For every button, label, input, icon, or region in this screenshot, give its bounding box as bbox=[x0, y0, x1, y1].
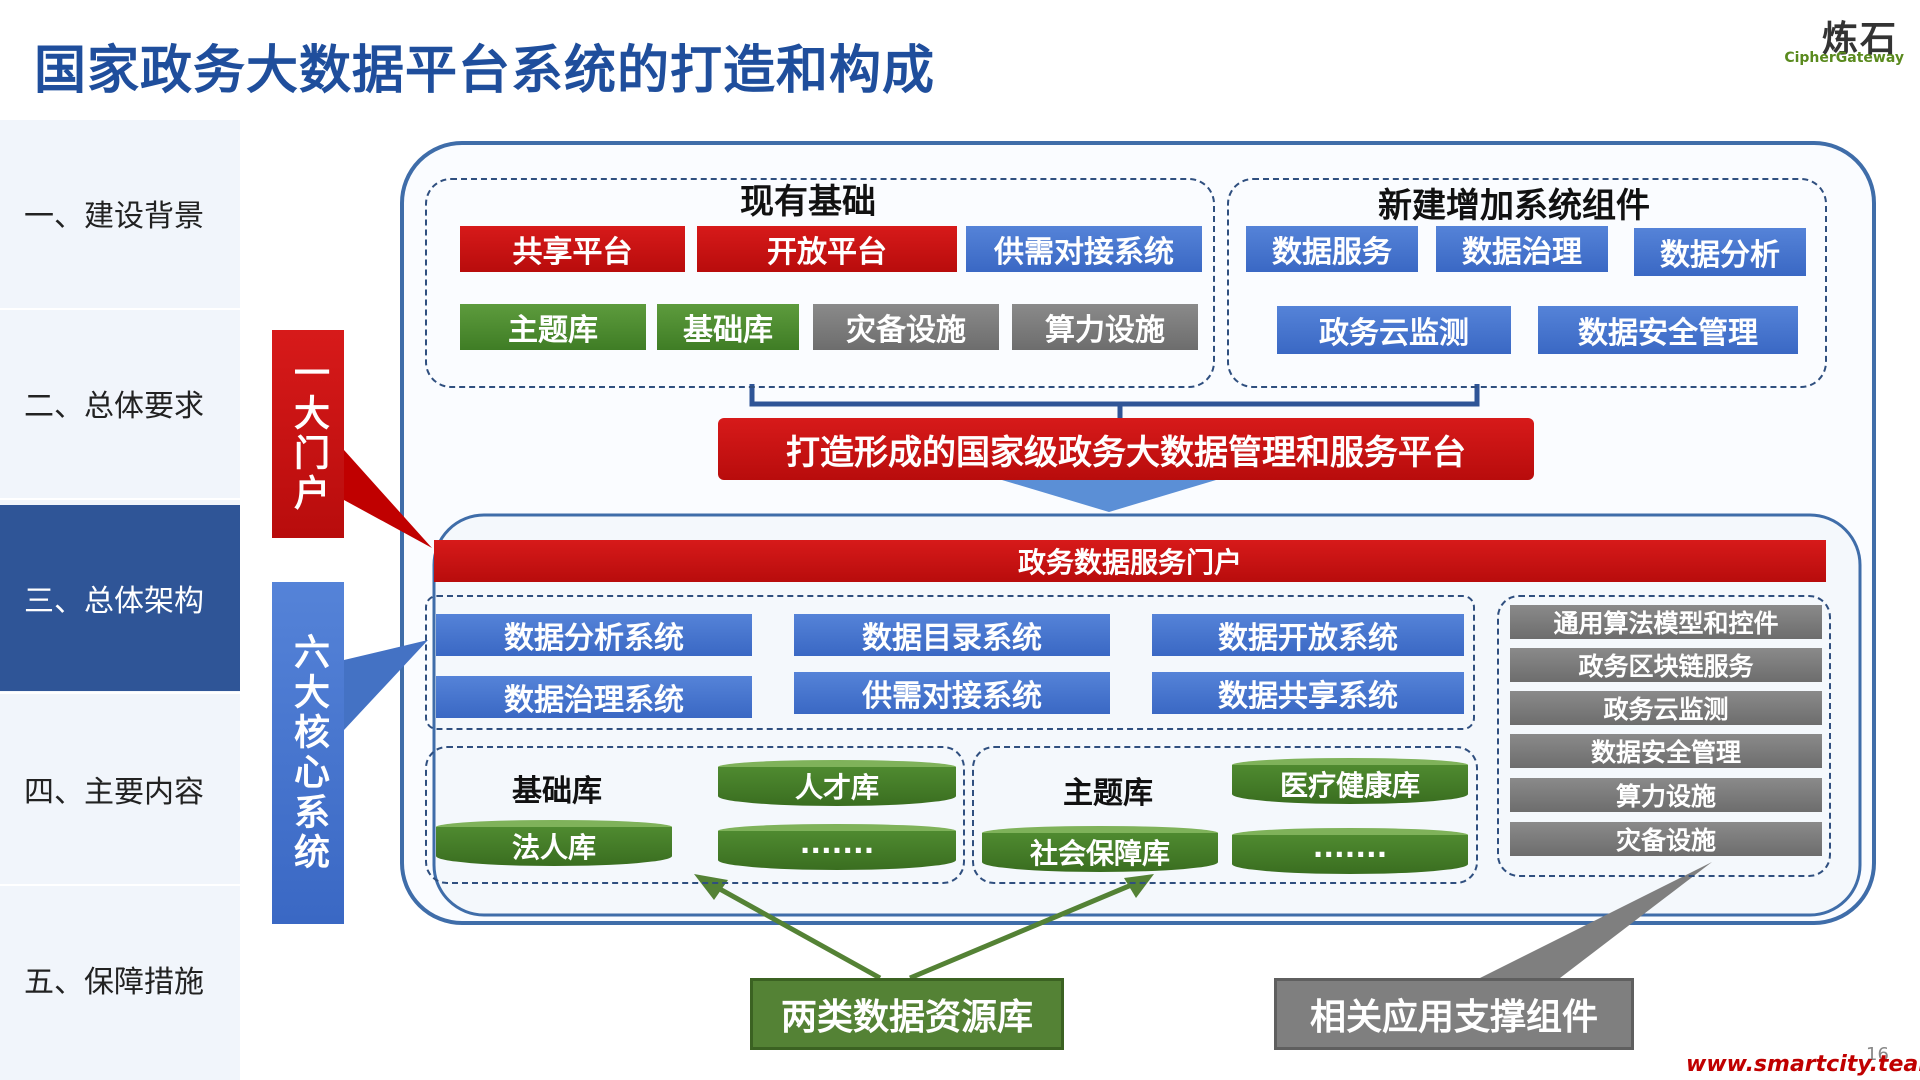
bracket-connector bbox=[749, 384, 1480, 407]
core-system-analysis: 数据分析系统 bbox=[436, 614, 752, 656]
healthcare-db-label: 医疗健康库 bbox=[1279, 769, 1420, 802]
sidebar-item-label: 五、保障措施 bbox=[24, 965, 204, 1000]
sidebar-divider bbox=[0, 498, 240, 500]
basic-db-more-cylinder: ······· bbox=[718, 824, 956, 870]
support-components-group bbox=[1497, 595, 1831, 877]
portal-callout-pointer bbox=[344, 450, 432, 548]
core-callout-text: 六大核心系统 bbox=[288, 633, 329, 873]
core-system-sharing: 数据共享系统 bbox=[1152, 672, 1464, 714]
company-logo-subtext: CipherGateway bbox=[1784, 50, 1904, 66]
core-system-governance: 数据治理系统 bbox=[436, 676, 752, 718]
footer-website: www.smartcity.team bbox=[1686, 1052, 1920, 1077]
support-item-data-security: 数据安全管理 bbox=[1510, 734, 1822, 768]
social-security-db-cylinder: 社会保障库 bbox=[982, 826, 1218, 872]
gov-cloud-monitor-box: 政务云监测 bbox=[1277, 306, 1511, 354]
green-arrow-left bbox=[698, 875, 882, 981]
existing-foundation-title: 现有基础 bbox=[740, 182, 876, 222]
page-number: 16 bbox=[1866, 1044, 1889, 1065]
supply-demand-box: 供需对接系统 bbox=[966, 226, 1202, 272]
support-item-compute: 算力设施 bbox=[1510, 778, 1822, 812]
data-governance-box: 数据治理 bbox=[1436, 226, 1608, 272]
basic-db-title: 基础库 bbox=[512, 774, 602, 809]
support-item-disaster-recovery: 灾备设施 bbox=[1510, 822, 1822, 856]
page-title: 国家政务大数据平台系统的打造和构成 bbox=[34, 41, 936, 101]
portal-callout-text: 一大门户 bbox=[288, 354, 329, 514]
sidebar-item-safeguards[interactable]: 五、保障措施 bbox=[0, 886, 240, 1072]
green-arrowhead-right bbox=[1124, 874, 1154, 898]
existing-foundation-group bbox=[425, 178, 1215, 388]
disaster-recovery-box: 灾备设施 bbox=[813, 304, 999, 350]
sidebar-divider bbox=[0, 308, 240, 310]
theme-db-more-label: ······· bbox=[1312, 837, 1388, 871]
core-system-supply-demand: 供需对接系统 bbox=[794, 672, 1110, 714]
green-arrowhead-left bbox=[694, 874, 728, 900]
sidebar-divider bbox=[0, 692, 240, 694]
core-callout-pointer bbox=[344, 640, 428, 730]
theme-library-box: 主题库 bbox=[460, 304, 646, 350]
sidebar-item-label: 三、总体架构 bbox=[24, 584, 204, 619]
portal-callout: 一大门户 bbox=[272, 330, 344, 538]
sidebar-item-label: 一、建设背景 bbox=[24, 199, 204, 234]
support-item-cloud-monitor: 政务云监测 bbox=[1510, 691, 1822, 725]
new-components-group bbox=[1227, 178, 1827, 388]
sidebar-item-architecture[interactable]: 三、总体架构 bbox=[0, 505, 240, 691]
sidebar-item-label: 二、总体要求 bbox=[24, 389, 204, 424]
core-system-catalog: 数据目录系统 bbox=[794, 614, 1110, 656]
social-security-db-label: 社会保障库 bbox=[1029, 837, 1170, 870]
support-callout-pointer bbox=[1480, 862, 1712, 978]
green-arrow-right bbox=[909, 875, 1149, 981]
basic-db-group bbox=[425, 746, 965, 884]
legal-entity-db-label: 法人库 bbox=[511, 831, 596, 864]
data-security-box: 数据安全管理 bbox=[1538, 306, 1798, 354]
new-components-title: 新建增加系统组件 bbox=[1378, 186, 1650, 226]
sidebar-item-background[interactable]: 一、建设背景 bbox=[0, 120, 240, 306]
sidebar-nav: 一、建设背景 二、总体要求 三、总体架构 四、主要内容 五、保障措施 bbox=[0, 120, 240, 1080]
portal-bar: 政务数据服务门户 bbox=[434, 540, 1826, 582]
base-library-box: 基础库 bbox=[657, 304, 799, 350]
open-platform-box: 开放平台 bbox=[697, 226, 957, 272]
company-logo-text: 炼石 bbox=[1821, 19, 1898, 60]
data-analysis-box: 数据分析 bbox=[1634, 228, 1806, 276]
data-resources-label: 两类数据资源库 bbox=[750, 978, 1064, 1050]
support-item-blockchain: 政务区块链服务 bbox=[1510, 648, 1822, 682]
sidebar-divider bbox=[0, 884, 240, 886]
theme-db-more-cylinder: ······· bbox=[1232, 828, 1468, 874]
down-arrow-icon bbox=[1002, 480, 1216, 512]
basic-db-more-label: ······· bbox=[799, 833, 875, 867]
sidebar-item-content[interactable]: 四、主要内容 bbox=[0, 696, 240, 882]
support-item-algorithm: 通用算法模型和控件 bbox=[1510, 605, 1822, 639]
compute-infrastructure-box: 算力设施 bbox=[1012, 304, 1198, 350]
legal-entity-db-cylinder: 法人库 bbox=[436, 820, 672, 866]
talent-db-cylinder: 人才库 bbox=[718, 760, 956, 806]
shared-platform-box: 共享平台 bbox=[460, 226, 685, 272]
core-callout: 六大核心系统 bbox=[272, 582, 344, 924]
data-service-box: 数据服务 bbox=[1246, 226, 1418, 272]
platform-banner: 打造形成的国家级政务大数据管理和服务平台 bbox=[718, 418, 1534, 480]
healthcare-db-cylinder: 医疗健康库 bbox=[1232, 758, 1468, 804]
support-components-label: 相关应用支撑组件 bbox=[1274, 978, 1634, 1050]
theme-db-group bbox=[972, 746, 1478, 884]
sidebar-item-label: 四、主要内容 bbox=[24, 775, 204, 810]
sidebar-item-requirements[interactable]: 二、总体要求 bbox=[0, 310, 240, 496]
core-systems-group bbox=[425, 595, 1475, 730]
theme-db-title: 主题库 bbox=[1063, 776, 1153, 811]
talent-db-label: 人才库 bbox=[794, 771, 879, 804]
core-system-open: 数据开放系统 bbox=[1152, 614, 1464, 656]
